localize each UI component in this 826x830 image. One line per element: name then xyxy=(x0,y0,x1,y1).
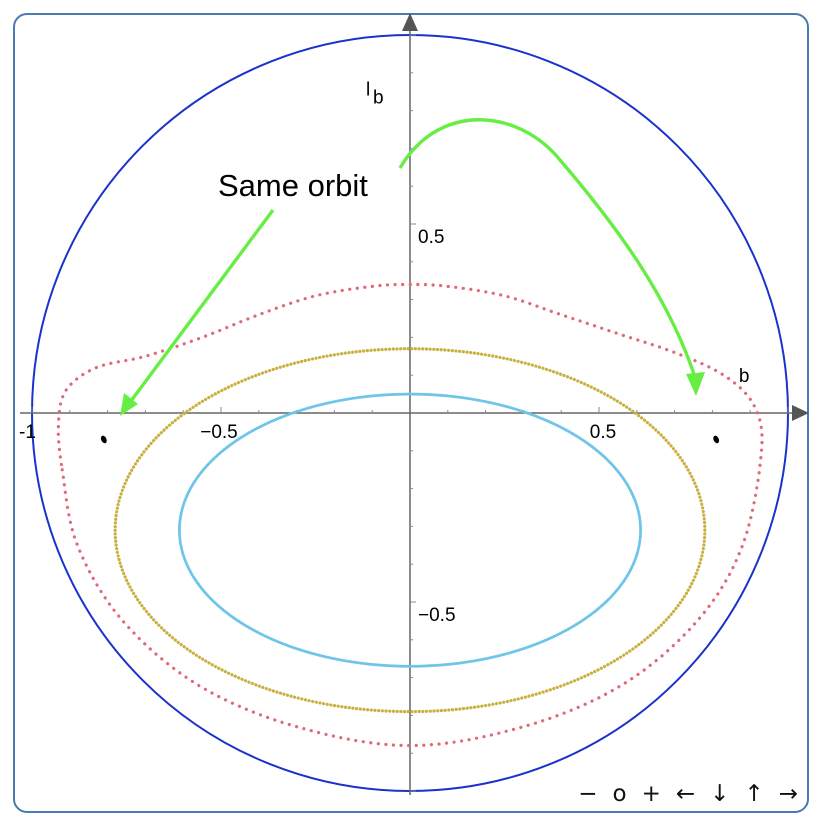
y-tick-label: 0.5 xyxy=(418,227,444,248)
y-axis-arrowhead xyxy=(402,13,418,31)
pan-up-button[interactable]: ↑ xyxy=(744,781,764,807)
annotation-label: Same orbit xyxy=(218,168,368,203)
fixed-point-marker xyxy=(713,435,720,444)
y-axis-label: l xyxy=(366,79,370,100)
pan-down-button[interactable]: ↓ xyxy=(710,781,730,807)
y-tick-label: −0.5 xyxy=(418,605,456,626)
series-middle-orbit xyxy=(113,347,707,714)
x-tick-label: −0.5 xyxy=(200,422,238,443)
pan-right-button[interactable]: → xyxy=(778,781,798,807)
series-inner-orbit xyxy=(177,392,643,668)
reset-view-button[interactable]: o xyxy=(612,781,627,807)
pan-left-button[interactable]: ← xyxy=(675,781,696,807)
plot-controls: − o + ← ↓ ↑ → xyxy=(578,783,798,806)
annotation-arrow-left xyxy=(126,208,275,407)
x-tick-label: 0.5 xyxy=(590,422,616,443)
y-axis-label-subscript: b xyxy=(373,87,384,108)
annotation-arrowhead-left xyxy=(120,393,138,416)
fixed-point-marker xyxy=(100,435,107,444)
annotation-arrow-right xyxy=(398,118,698,381)
x-axis-label: b xyxy=(739,366,750,387)
zoom-in-button[interactable]: + xyxy=(641,781,661,807)
x-axis-arrowhead xyxy=(792,405,809,421)
x-tick-label: -1 xyxy=(19,422,36,443)
annotation-arrowhead-right xyxy=(686,372,705,396)
zoom-out-button[interactable]: − xyxy=(578,781,598,807)
